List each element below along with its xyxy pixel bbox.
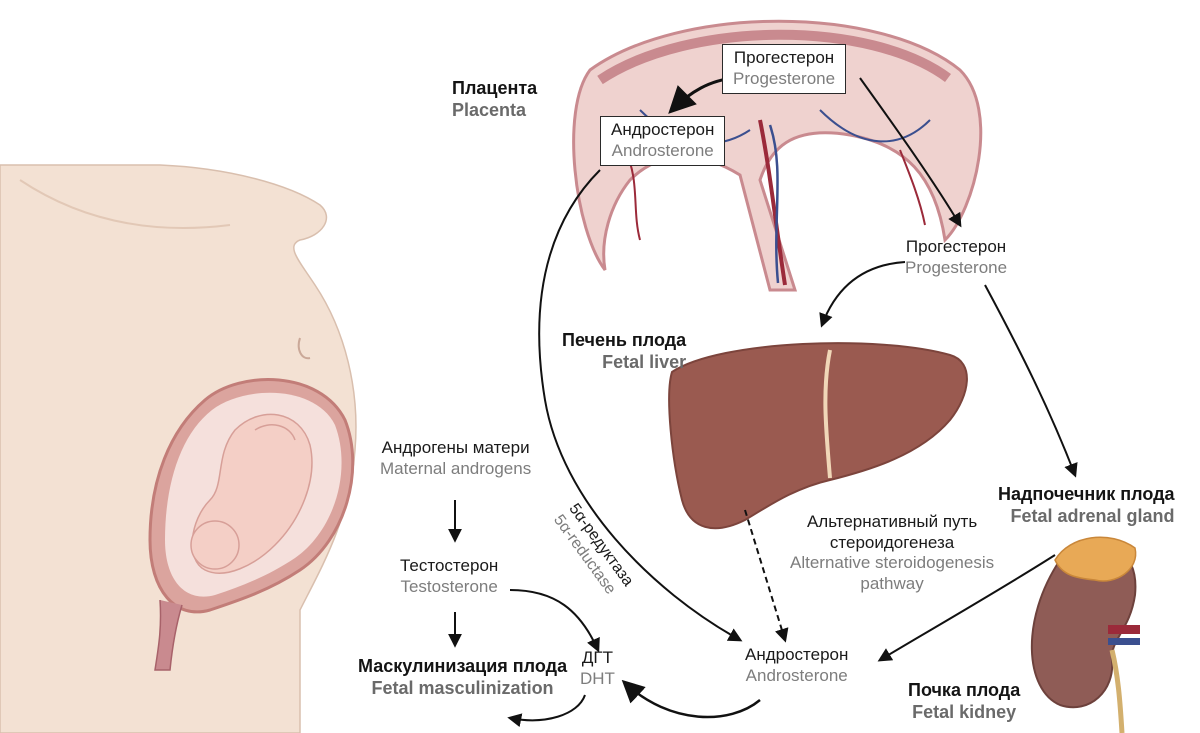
androsterone-bottom-en: Androsterone <box>745 665 848 685</box>
label-alternative-pathway: Альтернативный путь стероидогенеза Alter… <box>790 512 994 595</box>
arrow-liver-alternative-pathway <box>744 509 789 643</box>
label-progesterone-box: Прогестерон Progesterone <box>722 44 847 95</box>
androsterone-bottom-ru: Андростерон <box>745 645 849 664</box>
androsterone-box-ru: Андростерон <box>611 120 715 139</box>
liver-illustration <box>668 342 968 530</box>
arrow-progesterone-to-adrenal <box>984 284 1078 478</box>
masculinization-ru: Маскулинизация плода <box>358 656 568 676</box>
pregnant-woman-illustration <box>0 164 357 733</box>
kidney-illustration <box>1030 536 1140 733</box>
fetal-adrenal-ru: Надпочечник плода <box>998 484 1175 504</box>
progesterone-mid-ru: Прогестерон <box>905 237 1007 256</box>
maternal-androgens-ru: Андрогены матери <box>381 438 530 457</box>
placenta-ru: Плацента <box>452 78 538 98</box>
arrow-dht-to-masculinization <box>507 694 586 728</box>
label-androsterone-box: Андростерон Androsterone <box>600 116 726 167</box>
masculinization-en: Fetal masculinization <box>371 677 554 698</box>
fetal-kidney-en: Fetal kidney <box>912 701 1017 722</box>
label-fetal-liver: Печень плода Fetal liver <box>562 330 686 374</box>
dht-ru: ДГТ <box>581 648 614 667</box>
arrow-androsterone-to-dht <box>621 679 761 719</box>
alt-pathway-ru2: стероидогенеза <box>829 532 955 552</box>
progesterone-mid-en: Progesterone <box>905 257 1008 277</box>
arrow-testosterone-to-dht <box>509 589 600 653</box>
label-dht: ДГТ DHT <box>580 648 615 689</box>
fetal-liver-en: Fetal liver <box>602 351 687 372</box>
fetal-liver-ru: Печень плода <box>562 330 687 350</box>
arrow-placenta-androsterone-to-androsterone <box>538 169 743 642</box>
label-placenta: Плацента Placenta <box>452 78 537 122</box>
placenta-en: Placenta <box>452 99 527 120</box>
testosterone-ru: Тестостерон <box>400 556 499 575</box>
label-fetal-masculinization: Маскулинизация плода Fetal masculinizati… <box>358 656 567 700</box>
testosterone-en: Testosterone <box>400 576 498 596</box>
dht-en: DHT <box>580 668 615 688</box>
progesterone-box-en: Progesterone <box>733 68 836 88</box>
label-maternal-androgens: Андрогены матери Maternal androgens <box>380 438 531 479</box>
fetal-kidney-ru: Почка плода <box>908 680 1021 700</box>
progesterone-box-ru: Прогестерон <box>733 48 835 67</box>
alt-pathway-ru1: Альтернативный путь <box>806 512 978 531</box>
arrow-progesterone-to-liver <box>819 261 906 328</box>
alt-pathway-en2: pathway <box>860 574 924 594</box>
label-androsterone-bottom: Андростерон Androsterone <box>745 645 848 686</box>
label-fetal-adrenal: Надпочечник плода Fetal adrenal gland <box>998 484 1175 528</box>
fetal-adrenal-en: Fetal adrenal gland <box>1010 505 1175 526</box>
alt-pathway-en1: Alternative steroidogenesis <box>790 553 995 573</box>
label-fetal-kidney: Почка плода Fetal kidney <box>908 680 1020 724</box>
arrow-adrenal-to-androsterone <box>877 554 1056 662</box>
label-progesterone-mid: Прогестерон Progesterone <box>905 237 1007 278</box>
pathway-arrows <box>448 76 1078 728</box>
label-testosterone: Тестостерон Testosterone <box>400 556 498 597</box>
androsterone-box-en: Androsterone <box>611 140 714 160</box>
arrow-placenta-progesterone-down <box>859 77 962 228</box>
maternal-androgens-en: Maternal androgens <box>380 458 532 478</box>
